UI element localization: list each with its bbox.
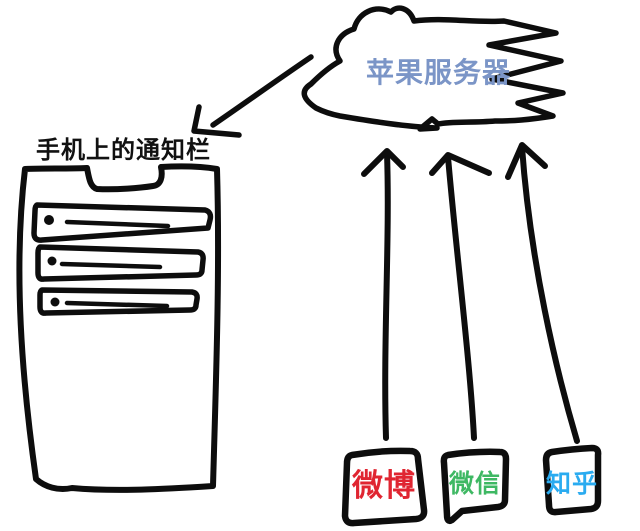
wechat-to-cloud-arrow-shaft (445, 154, 477, 441)
notification-row-1-box (31, 202, 214, 243)
phone-notification-bar-label: 手机上的通知栏 (36, 136, 211, 164)
phone-outline (16, 163, 222, 493)
notification-row-2-box (35, 244, 206, 282)
notification-row-3 (37, 287, 200, 316)
notification-row-2-line (59, 261, 163, 270)
cloud-to-phone-arrow-shaft (210, 54, 314, 128)
notification-row-1-line (64, 219, 171, 229)
weibo-to-cloud-arrow (361, 148, 406, 441)
zhihu-to-cloud-arrow (505, 142, 580, 444)
notification-row-2 (35, 244, 206, 282)
notification-row-2-dot (47, 256, 57, 266)
wechat-app-box (440, 448, 510, 525)
notification-row-1-dot (44, 215, 54, 225)
wechat-to-cloud-arrowhead (429, 152, 492, 176)
zhihu-to-cloud-arrowhead (505, 142, 548, 180)
weibo-to-cloud-arrow-shaft (382, 150, 391, 441)
apple-server-cloud-shape (301, 5, 566, 132)
wechat-app-label: 微信 (448, 469, 501, 498)
cloud-to-phone-arrowhead (191, 104, 242, 138)
weibo-app-box (341, 447, 428, 527)
weibo-app-label: 微博 (352, 468, 416, 504)
apple-server-label: 苹果服务器 (366, 56, 512, 89)
zhihu-app-box (542, 444, 602, 516)
zhihu-to-cloud-arrow-shaft (519, 144, 580, 444)
notification-row-3-line (64, 300, 170, 309)
wechat-to-cloud-arrow (429, 152, 492, 441)
weibo-to-cloud-arrowhead (361, 148, 406, 177)
zhihu-app-label: 知乎 (546, 469, 599, 498)
cloud-to-phone-arrow (191, 54, 314, 138)
notification-row-1 (31, 202, 214, 243)
notification-row-3-dot (50, 297, 60, 307)
notification-row-3-box (37, 287, 200, 316)
